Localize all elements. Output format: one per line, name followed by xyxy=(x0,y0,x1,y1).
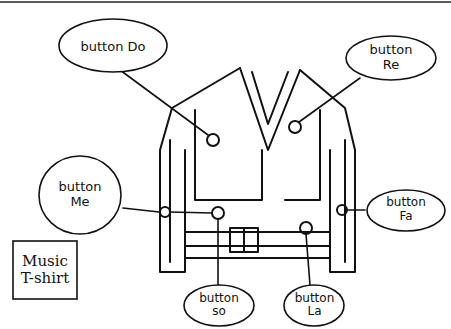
outline-shape xyxy=(13,241,77,299)
outline-shape xyxy=(367,190,445,231)
callout-text: button Do xyxy=(81,40,146,55)
buckle xyxy=(230,228,258,252)
callout-oval: button Re xyxy=(345,35,437,81)
right-sleeve-seam xyxy=(329,150,331,258)
callout-text: button so xyxy=(196,292,242,320)
text-group: button so xyxy=(196,292,242,320)
text-group: button Me xyxy=(53,180,107,210)
text-group: button La xyxy=(295,292,334,320)
shirt-outline xyxy=(160,68,355,272)
button-fa xyxy=(337,205,347,215)
outline-shape xyxy=(346,36,436,80)
title-text: Music T-shirt xyxy=(17,253,73,288)
leader-line xyxy=(170,212,212,213)
callout-text: button Re xyxy=(361,43,421,73)
outline-shape xyxy=(59,19,167,72)
top-rule xyxy=(0,1,451,3)
leader-line xyxy=(123,208,159,212)
outline-shape xyxy=(284,285,344,326)
outline-shape xyxy=(39,156,121,234)
right-sleeve-fold xyxy=(344,140,346,262)
title-box: Music T-shirt xyxy=(12,240,78,300)
body-panel-right xyxy=(285,110,320,200)
callout-text: button Fa xyxy=(380,196,432,224)
button-so xyxy=(212,207,224,219)
button-re xyxy=(289,121,301,133)
buckle-bar xyxy=(243,228,245,252)
leader-line xyxy=(120,70,208,135)
callout-circle: button Me xyxy=(38,155,122,235)
leader-line xyxy=(217,219,219,286)
left-sleeve-fold xyxy=(169,140,171,262)
callout-text: button La xyxy=(295,292,335,320)
text-group: button Fa xyxy=(380,196,432,224)
callout-oval: button Fa xyxy=(366,189,446,232)
text-group: button Do xyxy=(81,36,146,55)
collar-outer xyxy=(240,68,300,150)
button-me xyxy=(160,207,170,217)
left-sleeve-seam xyxy=(184,150,186,258)
callout-oval: button La xyxy=(283,284,345,327)
button-do xyxy=(207,134,219,146)
collar-inner xyxy=(252,72,288,124)
text-group: button Re xyxy=(361,43,421,73)
button-la xyxy=(300,222,312,234)
callout-oval: button so xyxy=(183,284,255,327)
outline-shape xyxy=(184,285,254,326)
callout-oval: button Do xyxy=(58,18,168,73)
body-panel-left xyxy=(195,110,262,200)
leader-line xyxy=(306,234,310,285)
callout-text: button Me xyxy=(53,180,107,210)
leader-line xyxy=(348,209,365,211)
leader-line xyxy=(299,78,360,122)
text-group: Music T-shirt xyxy=(17,253,73,288)
